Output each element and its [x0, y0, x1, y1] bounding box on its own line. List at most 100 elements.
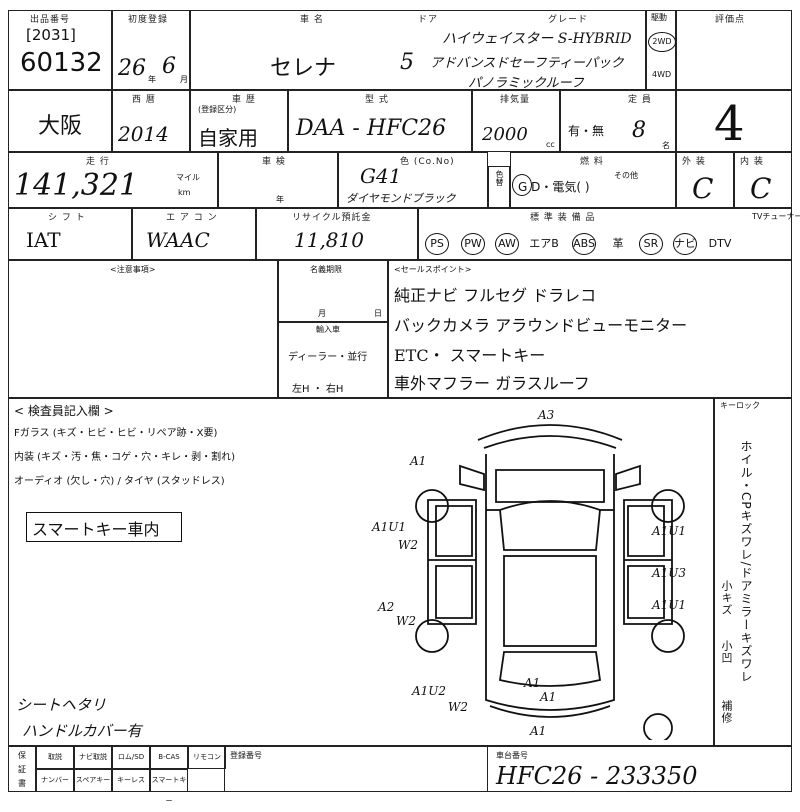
drive-2wd: 2WD [648, 32, 676, 52]
color-code: G41 [360, 164, 402, 188]
footer-check-item: キーレス [112, 769, 150, 792]
mark-rear-a: A1 [524, 676, 541, 690]
footer-check-item: スマートキー [150, 769, 188, 805]
footer-check-item: リモコン [188, 746, 226, 769]
dealer-label: ディーラー・並行 [288, 352, 368, 363]
caution-box [8, 260, 278, 398]
lot-box [8, 10, 112, 90]
door-count: 5 [400, 50, 414, 75]
grade-label: グレード [548, 15, 589, 25]
score-value-box [676, 90, 792, 152]
grade-line-3: パノラミックルーフ [468, 76, 584, 91]
car-name-box [190, 10, 646, 90]
equipment-box [418, 208, 792, 260]
footer-check-item: ナンバー [36, 769, 74, 792]
fuel-g-circle [512, 174, 532, 196]
color-label: 色 (Co.No) [400, 157, 455, 167]
footer-check-item: 取説 [36, 746, 74, 769]
mark-right-low: A1U1 [652, 598, 687, 612]
wheel-front-right [651, 489, 685, 523]
drive-label: 駆動 [651, 13, 667, 22]
boxed-note-box [26, 512, 182, 542]
lot-number: 60132 [20, 48, 103, 78]
footer-check-item: ナビ取説 [74, 746, 112, 769]
mark-left-bottom: A1U2 [412, 684, 447, 698]
equipment-circle [673, 233, 697, 255]
mark-rear-note: A1 [540, 690, 557, 704]
mark-left-bottom-w: W2 [448, 700, 468, 714]
day-label: 日 [374, 309, 382, 318]
chassis-number: HFC26 - 233350 [496, 762, 698, 790]
cc-unit: cc [546, 140, 555, 149]
equipment-label: 標 準 装 備 品 [530, 213, 596, 223]
equipment-circle [639, 233, 663, 255]
fuel-label: 燃 料 [580, 157, 604, 167]
body-outline [485, 454, 615, 711]
exterior-label: 外 装 [682, 157, 706, 167]
displacement-value: 2000 [482, 124, 528, 145]
grade-line-1: ハイウェイスター S-HYBRID [442, 31, 632, 47]
shift-value: IAT [26, 228, 61, 252]
recycle-value: 11,810 [294, 228, 364, 252]
sales-line-4: 車外マフラー ガラスルーフ [394, 374, 590, 393]
capacity-box [560, 90, 676, 152]
use-note: (登録区分) [198, 105, 237, 114]
ac-label: 有・無 [568, 124, 605, 138]
fuel-box [510, 152, 676, 208]
equipment-circle [495, 233, 519, 255]
inspection-label: 車 検 [262, 157, 286, 167]
wheel-rear-right [651, 619, 685, 653]
first-reg-box [112, 10, 190, 90]
month-label: 月 [318, 309, 326, 318]
chassis-label: 車台番号 [496, 751, 528, 760]
score-box [676, 10, 792, 90]
region-label: 出品番号 [30, 15, 71, 25]
mileage-label: 走 行 [86, 157, 110, 167]
shift-box [8, 208, 132, 260]
footer-check-item: スペアキー [74, 769, 112, 792]
mark-left-top: A1 [410, 454, 427, 468]
capacity-value: 8 [632, 118, 646, 143]
recycle-box [256, 208, 418, 260]
wheel-rear-left [415, 619, 449, 653]
tv-label: TVチューナー [752, 212, 800, 221]
footer-check-item: B-CAS [150, 746, 188, 769]
use-value: 自家用 [198, 126, 258, 150]
equipment-item: DTV [708, 237, 732, 250]
reg-number-label: 登録番号 [230, 751, 262, 760]
reg-number-box [224, 746, 488, 792]
shift-label: シ フ ト [48, 213, 86, 223]
color-name: ダイヤモンドブラック [346, 192, 456, 205]
year-box [112, 90, 190, 152]
aircon-value: WAAC [146, 228, 210, 252]
year-label: 西 暦 [132, 95, 156, 105]
model-year: 2014 [118, 122, 169, 146]
color-change-label: 色替 [495, 170, 504, 186]
km-unit: km [178, 188, 191, 197]
month-mark: 月 [180, 75, 188, 84]
color-change-box [488, 166, 510, 208]
equipment-circle [461, 233, 485, 255]
score-label: 評価点 [715, 15, 746, 25]
year-mark: 年 [148, 75, 156, 84]
capacity-label: 定 員 [628, 95, 652, 105]
color-box [338, 152, 488, 208]
car-name: セレナ [270, 56, 337, 81]
inspector-title: < 検査員記入欄 > [14, 404, 114, 418]
mark-front: A3 [538, 408, 555, 422]
front-bumper [477, 424, 623, 441]
side-panel [714, 398, 792, 746]
inspector-line-3: オーディオ (欠し・穴) / タイヤ (スタッドレス) [14, 476, 225, 487]
sales-box [388, 260, 792, 398]
inspector-line-2: 内装 (キズ・汚・焦・コゲ・穴・キレ・剥・割れ) [14, 452, 235, 463]
ownership-label: 名義期限 [310, 265, 342, 274]
mark-left-mid: A1U1 [372, 520, 407, 534]
side-panel-line-4: 補修 [720, 700, 733, 724]
model-value: DAA - HFC26 [296, 116, 447, 141]
capacity-unit: 名 [662, 141, 670, 150]
import-box [278, 322, 388, 398]
keylock-label: キーロック [720, 401, 760, 410]
fuel-options: G D・電気( ) [518, 180, 590, 194]
footer-check-item: ロム/SD [112, 746, 150, 769]
